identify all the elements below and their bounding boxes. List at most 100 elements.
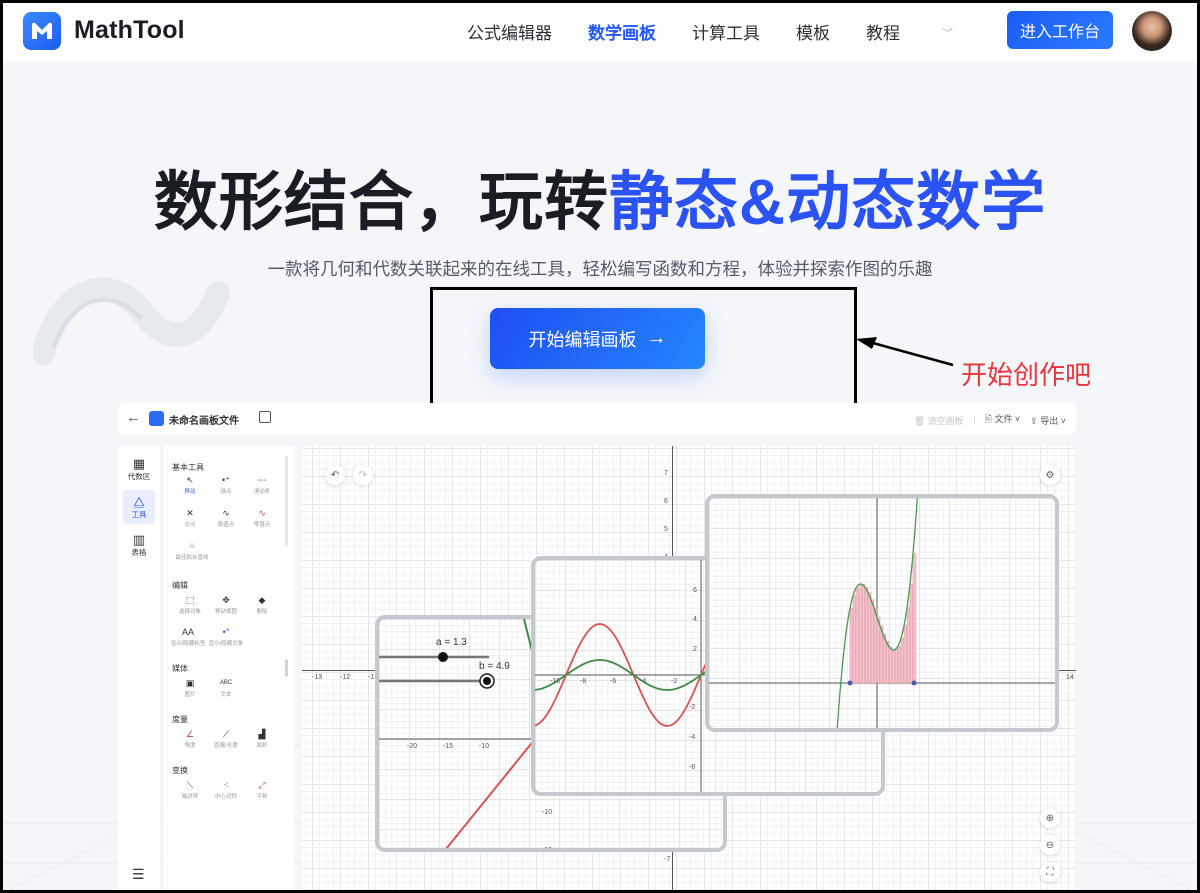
tool-point[interactable]: •⁺描点 bbox=[207, 474, 245, 495]
undo-button[interactable]: ↶ bbox=[325, 465, 345, 485]
tool-label: 最佳拟合直线 bbox=[175, 555, 209, 561]
tab-tools[interactable]: ⧋工具 bbox=[123, 490, 155, 524]
y-tick: 6 bbox=[693, 587, 697, 594]
tool-reflect-line[interactable]: ⟍轴对称 bbox=[171, 779, 209, 800]
brand-name[interactable]: MathTool bbox=[74, 16, 185, 44]
export-menu[interactable]: ⇪ 导出 ˅ bbox=[1030, 415, 1066, 426]
tool-best-fit-line[interactable]: ⁘ 最佳拟合直线 bbox=[167, 540, 217, 561]
y-tick: -7 bbox=[664, 856, 671, 863]
nav-tutorials-label: 教程 bbox=[866, 24, 900, 43]
file-menu-label: 文件 bbox=[994, 414, 1013, 424]
tool-slider[interactable]: ⋯ 滑动条 bbox=[243, 474, 281, 495]
chevron-down-icon: ﹀ bbox=[942, 28, 953, 40]
image-icon: ▣ bbox=[185, 678, 195, 688]
editor-left-rail: ▦代数区 ⧋工具 ▥表格 ☰ bbox=[118, 446, 160, 890]
tool-select[interactable]: ⬚ 选择对象 bbox=[171, 594, 209, 615]
file-title[interactable]: 未命名画板文件 bbox=[169, 416, 239, 427]
tab-algebra[interactable]: ▦代数区 bbox=[123, 452, 155, 486]
scatter-icon: ⁘ bbox=[188, 541, 196, 551]
slider-b-label: b = 4.9 bbox=[479, 661, 510, 672]
tool-toggle-object[interactable]: •°显示/隐藏对象 bbox=[205, 626, 247, 647]
x-tick: -2 bbox=[671, 678, 678, 685]
nav-formula-editor[interactable]: 公式编辑器 bbox=[467, 24, 552, 43]
nav-templates[interactable]: 模板 bbox=[796, 24, 830, 43]
zoom-out-button[interactable]: ⊖ bbox=[1040, 835, 1060, 855]
tool-label: 描点 bbox=[220, 489, 232, 495]
tool-label: 轴对称 bbox=[181, 794, 199, 800]
tab-table[interactable]: ▥表格 bbox=[123, 528, 155, 562]
nav-tutorials[interactable]: 教程 ﹀ bbox=[866, 19, 989, 44]
tool-extremum[interactable]: ∿极值点 bbox=[207, 507, 245, 528]
section-basic-tools: 基本工具 bbox=[172, 463, 204, 472]
shapes-icon: ⧋ bbox=[133, 493, 145, 509]
back-arrow-icon[interactable]: ← bbox=[126, 409, 141, 426]
translate-icon: ⤢ bbox=[258, 780, 266, 790]
tool-label: 选择对象 bbox=[178, 609, 201, 615]
palette-scrollbar-thumb[interactable] bbox=[285, 659, 288, 677]
zoom-in-button[interactable]: ⊕ bbox=[1040, 808, 1060, 828]
tool-move[interactable]: ↖ 移动 bbox=[171, 474, 209, 495]
nav-calc-tools[interactable]: 计算工具 bbox=[692, 24, 760, 43]
x-tick: -13 bbox=[312, 674, 323, 681]
decorative-ribbon bbox=[33, 277, 230, 365]
tool-reflect-point[interactable]: ⁖中心对称 bbox=[207, 779, 245, 800]
tool-angle[interactable]: ∠角度 bbox=[171, 728, 209, 749]
table-icon: ▥ bbox=[132, 531, 146, 547]
fullscreen-button[interactable]: ⛶ bbox=[1040, 862, 1060, 882]
tool-roots[interactable]: ∿零值点 bbox=[243, 507, 281, 528]
tool-intersect[interactable]: ✕交点 bbox=[171, 507, 209, 528]
slider-icon: ⋯ bbox=[257, 475, 267, 485]
move-view-icon: ✥ bbox=[222, 595, 230, 605]
enter-workspace-button[interactable]: 进入工作台 bbox=[1007, 11, 1113, 49]
annotation-text: 开始创作吧 bbox=[961, 360, 1092, 390]
divider bbox=[973, 415, 975, 425]
x-tick: -15 bbox=[443, 743, 454, 750]
hero-title-highlight: 静态&动态数学 bbox=[608, 166, 1047, 238]
tool-move-view[interactable]: ✥ 移动视图 bbox=[207, 594, 245, 615]
tool-image[interactable]: ▣图片 bbox=[171, 677, 209, 698]
tool-label: 滑动条 bbox=[253, 489, 271, 495]
clear-board-button[interactable]: 🗑 清空画板 bbox=[913, 415, 964, 426]
select-icon: ⬚ bbox=[185, 595, 195, 605]
save-icon[interactable] bbox=[259, 411, 271, 423]
palette-scrollbar[interactable] bbox=[285, 456, 288, 546]
tool-label: 面积 bbox=[256, 743, 268, 749]
clear-board-label: 清空画板 bbox=[927, 415, 964, 426]
section-measure: 度量 bbox=[172, 715, 188, 724]
tool-label: 移动 bbox=[184, 489, 196, 495]
section-edit: 编辑 bbox=[172, 581, 188, 590]
redo-button[interactable]: ↷ bbox=[353, 465, 373, 485]
y-tick: -15 bbox=[542, 847, 553, 852]
tool-translate[interactable]: ⤢平移 bbox=[243, 779, 281, 800]
mathtool-logo[interactable] bbox=[23, 12, 61, 50]
y-tick: 7 bbox=[664, 470, 668, 477]
y-tick: 5 bbox=[664, 526, 668, 533]
section-transform: 变换 bbox=[172, 766, 188, 775]
tool-label: 移动视图 bbox=[214, 609, 237, 615]
settings-button[interactable]: ⚙ bbox=[1040, 465, 1060, 485]
tool-delete[interactable]: ◆删除 bbox=[243, 594, 281, 615]
start-editing-button[interactable]: 开始编辑画板 → bbox=[490, 308, 705, 369]
cursor-icon: ↖ bbox=[186, 475, 194, 485]
y-tick: -6 bbox=[689, 764, 696, 771]
start-editing-label: 开始编辑画板 bbox=[528, 329, 637, 350]
tool-label: 极值点 bbox=[217, 522, 235, 528]
tool-distance[interactable]: ⟋距离/长度 bbox=[207, 728, 245, 749]
label-icon: AA bbox=[181, 627, 194, 637]
tab-table-label: 表格 bbox=[131, 547, 147, 557]
intersect-icon: ✕ bbox=[186, 508, 194, 518]
menu-icon[interactable]: ☰ bbox=[132, 866, 145, 882]
x-tick: -12 bbox=[340, 674, 351, 681]
file-menu[interactable]: 🗎 文件 ˅ bbox=[984, 414, 1021, 424]
x-tick: -20 bbox=[407, 743, 418, 750]
y-tick: 2 bbox=[693, 646, 697, 653]
cubic-riemann-graph bbox=[709, 498, 1055, 728]
user-avatar[interactable] bbox=[1132, 11, 1172, 51]
tool-label: 角度 bbox=[184, 743, 196, 749]
nav-math-board[interactable]: 数学画板 bbox=[588, 24, 656, 43]
annotation-arrow-icon bbox=[856, 337, 954, 367]
arrow-right-icon: → bbox=[646, 327, 667, 349]
tool-area[interactable]: ▟面积 bbox=[243, 728, 281, 749]
